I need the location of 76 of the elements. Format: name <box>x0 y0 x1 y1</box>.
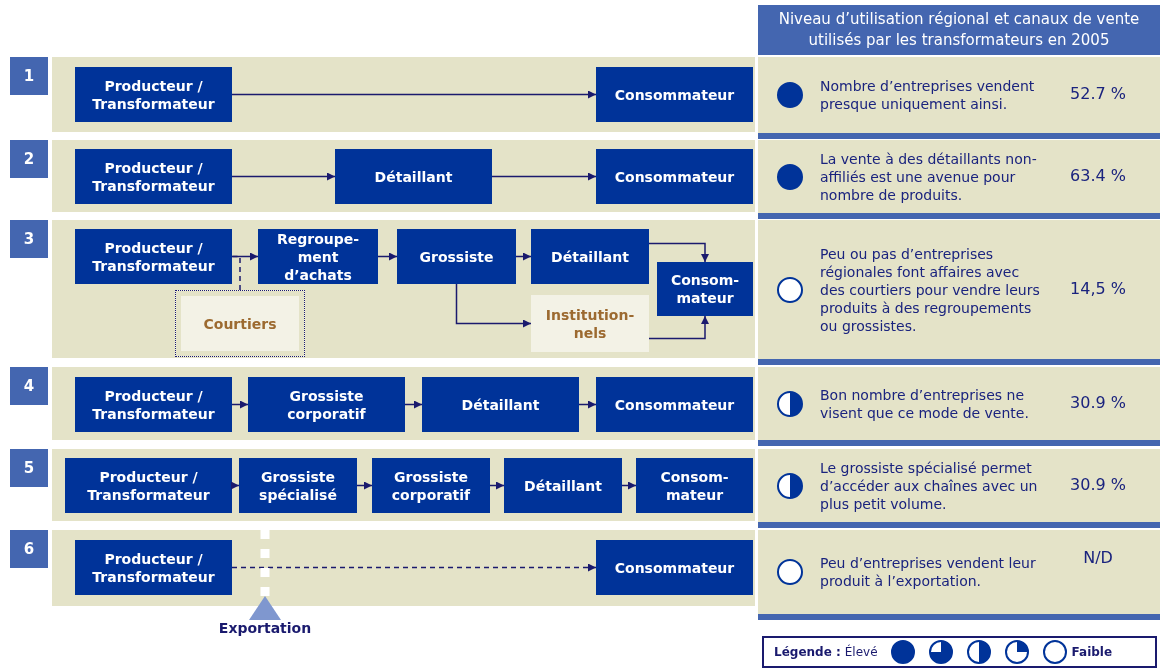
table-row <box>758 449 1160 528</box>
column-header: Niveau d’utilisation régional et canaux de vente utilisés par les transformateurs en 2005 <box>758 5 1160 55</box>
arrow <box>231 400 249 409</box>
row-band <box>10 449 755 521</box>
row-band <box>10 530 755 606</box>
table-row <box>758 140 1160 219</box>
row-number: 4 <box>10 367 48 405</box>
description-text: Bon nombre d’entreprises ne visent que ce mode de vente. <box>820 385 1030 422</box>
process-box: Consommateur <box>596 149 753 204</box>
row-number: 3 <box>10 220 48 258</box>
process-box: Grossiste corporatif <box>372 458 490 513</box>
process-box: Consommateur <box>596 540 753 595</box>
arrow <box>489 481 505 490</box>
arrow <box>491 172 597 181</box>
process-box: Producteur / Transformateur <box>75 229 232 284</box>
arrow <box>621 481 637 490</box>
arrow <box>231 252 259 261</box>
table-row <box>758 367 1160 446</box>
process-box: Institution- nels <box>531 295 649 352</box>
row-band <box>10 367 755 440</box>
broker-box: Courtiers <box>175 290 305 357</box>
row-band <box>10 220 755 358</box>
process-box: Consommateur <box>596 67 753 122</box>
legend-title: Légende : <box>774 645 841 659</box>
process-box: Consommateur <box>596 377 753 432</box>
arrow <box>231 90 597 99</box>
table-row <box>758 57 1160 139</box>
percentage-value: 14,5 % <box>1069 278 1127 298</box>
process-box: Consom- mateur <box>657 262 753 316</box>
legend-text: Faible <box>1071 645 1113 659</box>
percentage-value: 30.9 % <box>1069 474 1127 494</box>
process-box: Grossiste spécialisé <box>239 458 357 513</box>
dashed-line <box>231 255 241 291</box>
description-text: Peu ou pas d’entreprises régionales font affaires avec des courtiers pour vendre leurs produits à des regroupements ou grossistes. <box>820 244 1041 335</box>
process-box: Consom- mateur <box>636 458 753 513</box>
description-text: La vente à des détaillants non-affiliés est une avenue pour nombre de produits. <box>820 149 1038 204</box>
percentage-value: 52.7 % <box>1069 84 1127 103</box>
row-band <box>10 57 755 132</box>
row-band <box>10 140 755 212</box>
percentage-value: 30.9 % <box>1069 392 1127 412</box>
arrow <box>648 315 709 340</box>
legend-text: Élevé <box>844 645 878 659</box>
row-number: 6 <box>10 530 48 568</box>
process-box: Grossiste <box>397 229 516 284</box>
process-box: Producteur / Transformateur <box>65 458 232 513</box>
arrow <box>356 481 373 490</box>
arrow <box>455 283 532 328</box>
arrow <box>231 172 336 181</box>
process-box: Producteur / Transformateur <box>75 149 232 204</box>
process-box: Producteur / Transformateur <box>75 67 232 122</box>
process-box: Détaillant <box>504 458 622 513</box>
description-text: Le grossiste spécialisé permet d’accéder aux chaînes avec un plus petit volume. <box>820 458 1039 513</box>
process-box: Détaillant <box>335 149 492 204</box>
arrow <box>231 481 240 490</box>
table-row <box>758 530 1160 620</box>
percentage-value: N/D <box>1082 548 1114 567</box>
row-number: 5 <box>10 449 48 487</box>
arrow <box>515 252 532 261</box>
percentage-value: 63.4 % <box>1069 165 1127 185</box>
arrow <box>377 252 398 261</box>
arrow <box>578 400 597 409</box>
arrow <box>404 400 423 409</box>
dashed-arrow <box>231 563 597 572</box>
process-box: Producteur / Transformateur <box>75 540 232 595</box>
process-box: Détaillant <box>531 229 649 284</box>
row-number: 1 <box>10 57 48 95</box>
export-label: Exportation <box>217 620 313 636</box>
row-number: 2 <box>10 140 48 178</box>
process-box: Producteur / Transformateur <box>75 377 232 432</box>
process-box: Regroupe- ment d’achats <box>258 229 378 284</box>
description-text: Nombre d’entreprises vendent presque uniquement ainsi. <box>820 77 1036 113</box>
process-box: Grossiste corporatif <box>248 377 405 432</box>
description-text: Peu d’entreprises vendent leur produit à l’exportation. <box>820 554 1037 590</box>
table-row <box>758 220 1160 365</box>
process-box: Détaillant <box>422 377 579 432</box>
arrow <box>648 242 709 263</box>
